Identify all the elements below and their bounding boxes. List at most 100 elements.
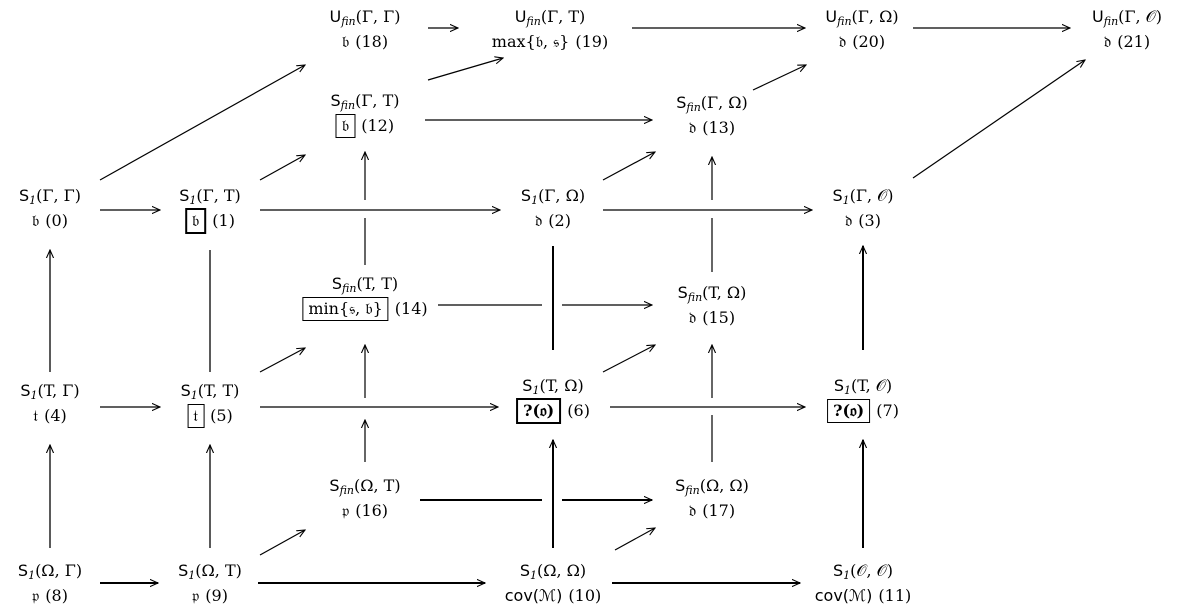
node-s1-gamma-t: S1(Γ, T) 𝔟 (1) — [179, 185, 241, 234]
node-index: (0) — [45, 211, 68, 230]
node-value: 𝔱 — [33, 406, 39, 425]
implication-arrow — [259, 530, 305, 556]
node-index: (14) — [394, 299, 428, 318]
node-label: Sfin(Ω, T) — [329, 476, 401, 497]
node-label: S1(Ω, Γ) — [17, 561, 83, 582]
node-label: S1(T, T) — [180, 381, 240, 402]
node-s1-t-t: S1(T, T) 𝔱 (5) — [180, 380, 240, 428]
node-s1-t-omega: S1(T, Ω) ?(𝔬) (6) — [516, 375, 590, 424]
node-label: Ufin(Γ, T) — [514, 7, 586, 28]
implication-arrow — [99, 65, 305, 181]
node-label: S1(Γ, T) — [179, 186, 241, 207]
node-label: Ufin(Γ, 𝒪) — [1092, 7, 1162, 28]
node-index: (3) — [858, 211, 881, 230]
node-s1-omega-t: S1(Ω, T) 𝔭 (9) — [178, 560, 242, 608]
node-index: (9) — [205, 586, 228, 605]
node-label: Sfin(Ω, Ω) — [675, 476, 749, 497]
implication-arrow — [602, 345, 655, 373]
node-value: 𝔭 — [341, 501, 350, 520]
node-value: 𝔡 — [838, 32, 847, 51]
node-value: 𝔡 — [1103, 32, 1112, 51]
node-label: S1(Γ, Γ) — [18, 186, 82, 207]
implication-arrow — [427, 58, 503, 81]
node-index: (18) — [355, 32, 389, 51]
implication-arrow — [912, 60, 1085, 179]
node-s1-t-o: S1(T, 𝒪) ?(𝔬) (7) — [827, 375, 899, 423]
node-sfin-t-omega: Sfin(T, Ω) 𝔡 (15) — [678, 282, 747, 330]
node-index: (4) — [44, 406, 67, 425]
node-value: 𝔟 — [185, 208, 207, 234]
node-label: S1(T, 𝒪) — [833, 376, 893, 397]
node-index: (11) — [878, 586, 912, 605]
node-index: (2) — [548, 211, 571, 230]
node-value: 𝔡 — [688, 308, 697, 327]
node-index: (17) — [702, 501, 736, 520]
node-index: (13) — [702, 118, 736, 137]
node-s1-gamma-o: S1(Γ, 𝒪) 𝔡 (3) — [833, 185, 894, 233]
node-value: 𝔱 — [187, 404, 205, 428]
node-index: (12) — [361, 116, 395, 135]
node-index: (20) — [852, 32, 886, 51]
node-value: 𝔡 — [688, 501, 697, 520]
node-index: (10) — [568, 586, 602, 605]
node-value: 𝔟 — [335, 114, 356, 138]
node-value: cov(ℳ) — [504, 586, 563, 605]
node-label: S1(Γ, Ω) — [520, 186, 586, 207]
implication-arrow — [259, 348, 305, 373]
node-label: Ufin(Γ, Ω) — [825, 7, 899, 28]
implication-arrow — [752, 65, 806, 91]
node-value: 𝔭 — [32, 586, 40, 605]
node-value: 𝔡 — [688, 118, 697, 137]
node-sfin-omega-omega: Sfin(Ω, Ω) 𝔡 (17) — [675, 475, 749, 523]
node-label: S1(𝒪, 𝒪) — [833, 561, 893, 582]
node-sfin-gamma-omega: Sfin(Γ, Ω) 𝔡 (13) — [676, 92, 748, 140]
implication-arrow — [602, 152, 655, 181]
node-label: Sfin(Γ, Ω) — [676, 93, 748, 114]
node-ufin-gamma-t: Ufin(Γ, T) max{𝔟, 𝔰} (19) — [492, 6, 608, 54]
node-index: (16) — [355, 501, 389, 520]
node-value: max{𝔟, 𝔰} — [491, 32, 570, 51]
implication-arrow — [614, 528, 655, 551]
node-s1-o-o: S1(𝒪, 𝒪) cov(ℳ) (11) — [815, 560, 912, 608]
node-value: min{𝔰, 𝔟} — [302, 297, 389, 321]
node-sfin-gamma-t: Sfin(Γ, T) 𝔟 (12) — [330, 90, 400, 138]
node-label: S1(Γ, 𝒪) — [832, 186, 894, 207]
node-ufin-gamma-omega: Ufin(Γ, Ω) 𝔡 (20) — [825, 6, 898, 54]
node-s1-omega-omega: S1(Ω, Ω) cov(ℳ) (10) — [505, 560, 602, 608]
node-s1-gamma-omega: S1(Γ, Ω) 𝔡 (2) — [521, 185, 585, 233]
node-index: (15) — [702, 308, 736, 327]
node-label: Sfin(Γ, T) — [330, 91, 400, 112]
node-label: Sfin(T, T) — [331, 274, 399, 295]
node-index: (21) — [1117, 32, 1151, 51]
node-value: 𝔡 — [535, 211, 543, 230]
node-index: (8) — [45, 586, 68, 605]
node-label: Sfin(T, Ω) — [677, 283, 747, 304]
node-s1-t-gamma: S1(T, Γ) 𝔱 (4) — [20, 380, 79, 428]
implication-arrow — [259, 155, 305, 181]
node-s1-omega-gamma: S1(Ω, Γ) 𝔭 (8) — [18, 560, 82, 608]
node-index: (19) — [575, 32, 609, 51]
node-index: (5) — [210, 406, 233, 425]
node-label: S1(Ω, Ω) — [519, 561, 587, 582]
node-value: 𝔟 — [341, 32, 350, 51]
node-index: (6) — [567, 401, 590, 420]
node-value: ?(𝔬) — [827, 399, 871, 423]
node-ufin-gamma-o: Ufin(Γ, 𝒪) 𝔡 (21) — [1092, 6, 1162, 54]
node-value: cov(ℳ) — [814, 586, 873, 605]
node-sfin-omega-t: Sfin(Ω, T) 𝔭 (16) — [329, 475, 400, 523]
node-ufin-gamma-gamma: Ufin(Γ, Γ) 𝔟 (18) — [330, 6, 401, 54]
node-value: ?(𝔬) — [516, 398, 562, 424]
node-index: (1) — [212, 211, 235, 230]
node-label: S1(T, Ω) — [522, 376, 584, 397]
node-s1-gamma-gamma: S1(Γ, Γ) 𝔟 (0) — [19, 185, 81, 233]
node-value: 𝔭 — [192, 586, 200, 605]
node-label: Ufin(Γ, Γ) — [329, 7, 401, 28]
node-sfin-t-t: Sfin(T, T) min{𝔰, 𝔟} (14) — [302, 273, 428, 321]
node-value: 𝔡 — [845, 211, 853, 230]
node-label: S1(Ω, T) — [178, 561, 242, 582]
node-label: S1(T, Γ) — [20, 381, 80, 402]
node-index: (7) — [876, 401, 899, 420]
node-value: 𝔟 — [32, 211, 40, 230]
